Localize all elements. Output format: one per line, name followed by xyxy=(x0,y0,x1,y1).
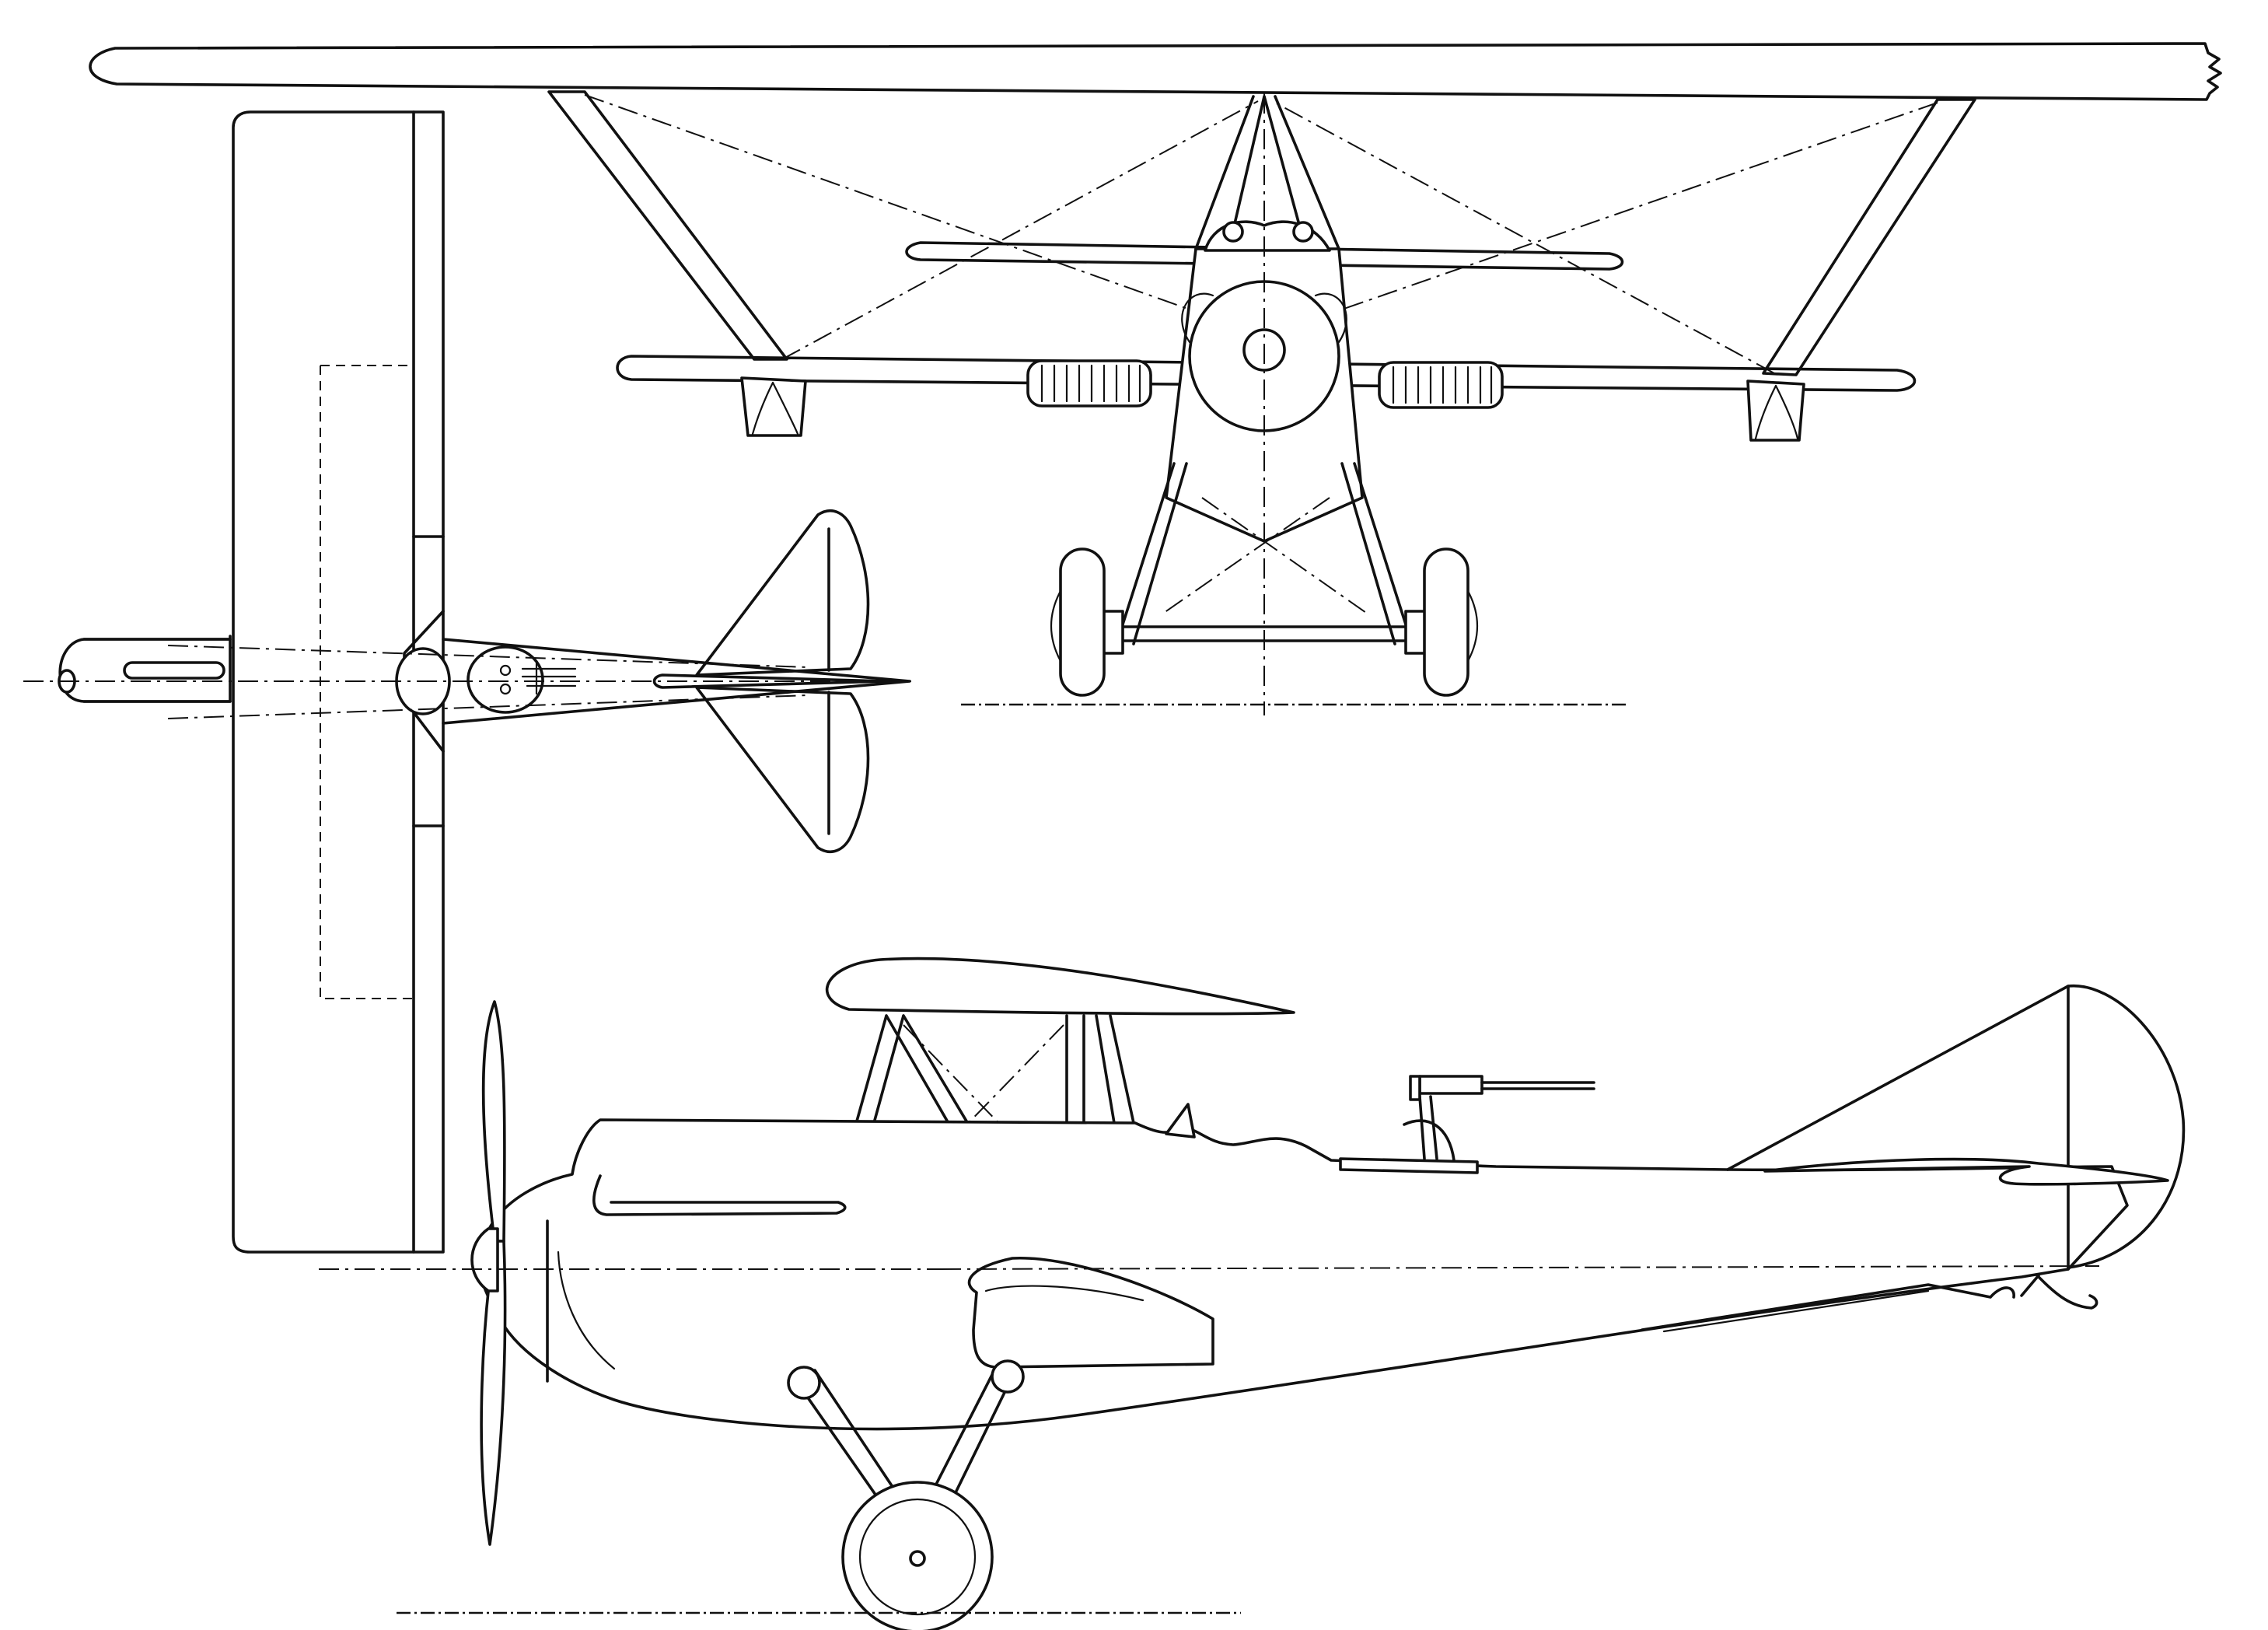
side-tailplane xyxy=(1763,1157,2169,1186)
front-left-gunsight xyxy=(1222,221,1244,243)
front-bracing-wires xyxy=(584,94,1938,374)
front-left-interplane-strut xyxy=(547,90,788,361)
front-right-interplane-strut xyxy=(1762,98,1976,376)
plan-tailplane-lower xyxy=(695,686,870,853)
plan-lower-wing-hidden xyxy=(320,365,414,999)
side-view xyxy=(319,957,2186,1630)
side-fuselage xyxy=(477,1118,2129,1431)
plan-wing xyxy=(232,110,445,1254)
side-undercarriage xyxy=(792,1364,1017,1518)
side-spinner xyxy=(470,1227,499,1292)
front-right-gunsight xyxy=(1292,221,1314,243)
front-right-radiator xyxy=(1378,361,1504,409)
front-right-wheel xyxy=(1423,547,1469,697)
side-windscreen xyxy=(1165,1103,1196,1139)
side-wheel-hub xyxy=(909,1550,926,1567)
side-upper-wing xyxy=(826,957,1295,1016)
front-view xyxy=(89,42,2222,715)
side-propeller xyxy=(481,1000,506,1243)
front-left-wingtip-skid xyxy=(740,376,807,437)
side-tail-skid xyxy=(1641,1283,2015,1331)
front-left-wheel xyxy=(1059,547,1106,697)
front-left-radiator xyxy=(1026,359,1152,408)
front-upper-wing xyxy=(89,42,2222,101)
front-lower-wing xyxy=(616,355,1917,392)
front-cabane-struts xyxy=(1194,95,1340,252)
plan-rear-gun xyxy=(521,659,577,695)
side-interplane-struts xyxy=(838,1014,1053,1268)
front-undercarriage-struts xyxy=(1115,462,1414,645)
side-rear-gun xyxy=(1339,1075,1595,1174)
plan-rear-cockpit xyxy=(467,645,544,714)
plan-exhaust-slot xyxy=(123,661,225,680)
side-fin-rudder xyxy=(1726,985,2186,1269)
plan-rudder xyxy=(652,673,888,689)
plan-view xyxy=(23,110,917,1254)
plan-tailplane-upper xyxy=(695,509,870,677)
front-right-wingtip-skid xyxy=(1746,380,1805,442)
